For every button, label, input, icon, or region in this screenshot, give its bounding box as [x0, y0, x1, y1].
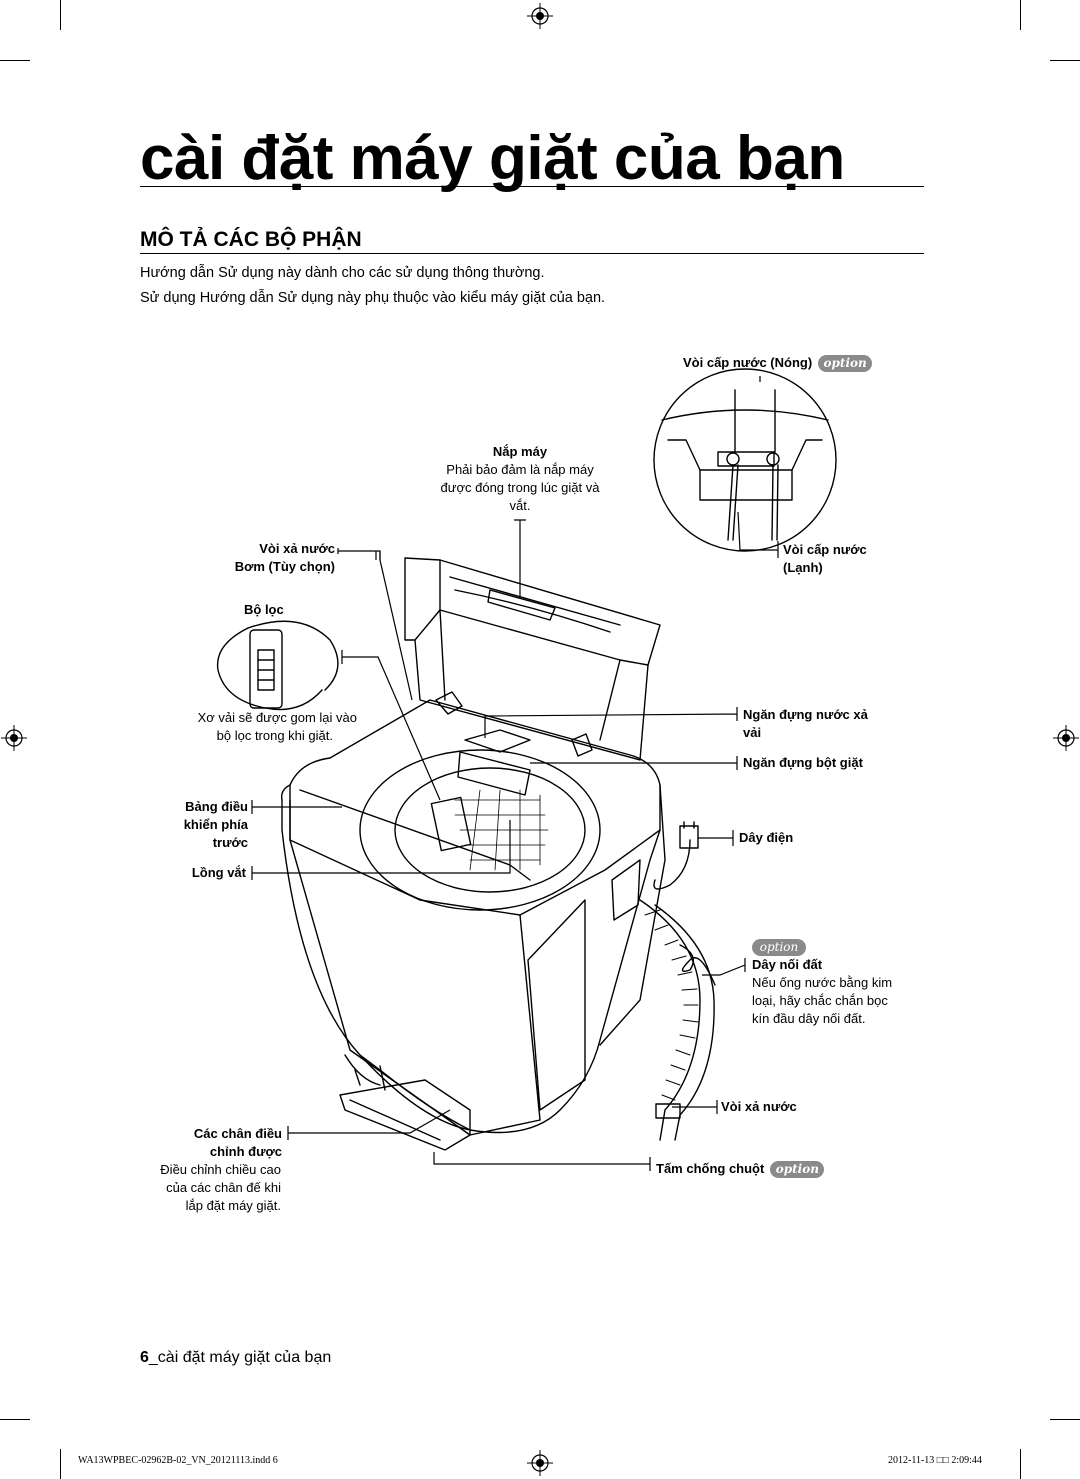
option-badge: option — [752, 939, 806, 957]
label-leveling-note-3: lắp đặt máy giặt. — [185, 1198, 281, 1213]
section-heading: MÔ TẢ CÁC BỘ PHẬN — [140, 228, 362, 251]
label-drain-pump-1: Vòi xả nước — [259, 541, 335, 556]
crop-mark — [0, 60, 30, 61]
footer-page-number: 6 — [140, 1349, 149, 1366]
machine-lid — [404, 557, 661, 761]
label-softener-drawer-2: vải — [743, 725, 762, 740]
registration-mark-top — [527, 3, 553, 29]
label-spin-basket: Lồng vắt — [191, 865, 246, 880]
label-leveling-note-2: của các chân đế khi — [166, 1180, 281, 1195]
registration-mark-right — [1053, 725, 1079, 751]
filter-inset — [216, 620, 339, 711]
label-leveling-note-1: Điều chỉnh chiều cao — [160, 1162, 281, 1177]
drain-hose-drawing — [639, 899, 716, 1141]
label-rat-guard: Tấm chống chuột option — [656, 1160, 825, 1179]
label-control-panel-1: Bảng điều — [185, 799, 248, 814]
power-cord-drawing — [653, 821, 699, 890]
footer-page-label: 6_cài đặt máy giặt của bạn — [140, 1349, 331, 1367]
crop-mark — [1020, 0, 1021, 30]
footer-timestamp: 2012-11-13 □□ 2:09:44 — [888, 1455, 982, 1466]
label-ground-wire-note-2: loại, hãy chắc chắn bọc — [752, 993, 888, 1008]
ground-wire-option: option — [752, 938, 806, 957]
crop-mark — [1050, 1419, 1080, 1420]
crop-mark — [1020, 1449, 1021, 1479]
intro-line-2: Sử dụng Hướng dẫn Sử dụng này phụ thuộc … — [140, 290, 606, 306]
label-filter-note-2: bộ lọc trong khi giặt. — [216, 728, 333, 743]
registration-mark-left — [1, 725, 27, 751]
label-leveling-feet-1: Các chân điều — [193, 1126, 282, 1141]
label-leveling-feet-2: chỉnh được — [209, 1144, 282, 1159]
option-badge: option — [770, 1161, 825, 1179]
label-lid-note-3: vắt. — [509, 498, 531, 513]
label-ground-wire-title: Dây nối đất — [752, 957, 823, 972]
label-softener-drawer-1: Ngăn đựng nước xả — [743, 707, 868, 722]
registration-mark-bottom — [527, 1450, 553, 1476]
label-drain-pump-2: Bơm (Tùy chọn) — [234, 559, 335, 574]
footer-page-title: _cài đặt máy giặt của bạn — [148, 1349, 332, 1366]
intro-line-1: Hướng dẫn Sử dụng này dành cho các sử dụ… — [140, 265, 545, 281]
label-control-panel-3: trước — [212, 835, 248, 850]
label-filter-note-1: Xơ vải sẽ được gom lại vào — [197, 710, 357, 725]
label-control-panel-2: khiển phía — [183, 817, 248, 832]
crop-mark — [0, 1419, 30, 1420]
machine-body — [281, 784, 666, 1136]
label-cold-water-valve-2: (Lạnh) — [783, 560, 823, 575]
label-rat-guard-text: Tấm chống chuột — [656, 1161, 765, 1176]
footer-file-slug: WA13WPBEC-02962B-02_VN_20121113.indd 6 — [78, 1455, 278, 1466]
option-badge: option — [818, 355, 873, 373]
label-lid-note-1: Phải bảo đảm là nắp máy — [446, 462, 594, 477]
crop-mark — [1050, 60, 1080, 61]
label-drain-hose: Vòi xả nước — [721, 1099, 797, 1114]
label-detergent-drawer: Ngăn đựng bột giặt — [743, 755, 863, 770]
title-rule — [140, 186, 924, 187]
crop-mark — [60, 1449, 61, 1479]
crop-mark — [60, 0, 61, 30]
label-hot-water-valve-text: Vòi cấp nước (Nóng) — [683, 355, 813, 370]
label-power-cord: Dây điện — [739, 830, 794, 845]
label-ground-wire-note-1: Nếu ống nước bằng kim — [752, 975, 893, 990]
machine-top — [280, 699, 661, 916]
label-lid-note-2: được đóng trong lúc giặt và — [440, 480, 600, 495]
water-valve-inset — [653, 368, 837, 552]
page-title: cài đặt máy giặt của bạn — [140, 124, 845, 193]
rat-guard-plate — [339, 1065, 471, 1151]
label-ground-wire-note-3: kín đầu dây nối đất. — [752, 1011, 866, 1026]
label-lid-title: Nắp máy — [492, 444, 548, 459]
section-rule — [140, 253, 924, 254]
label-cold-water-valve-1: Vòi cấp nước — [783, 542, 867, 557]
label-hot-water-valve: Vòi cấp nước (Nóng) option — [683, 354, 873, 373]
label-filter-title: Bộ lọc — [244, 602, 284, 617]
